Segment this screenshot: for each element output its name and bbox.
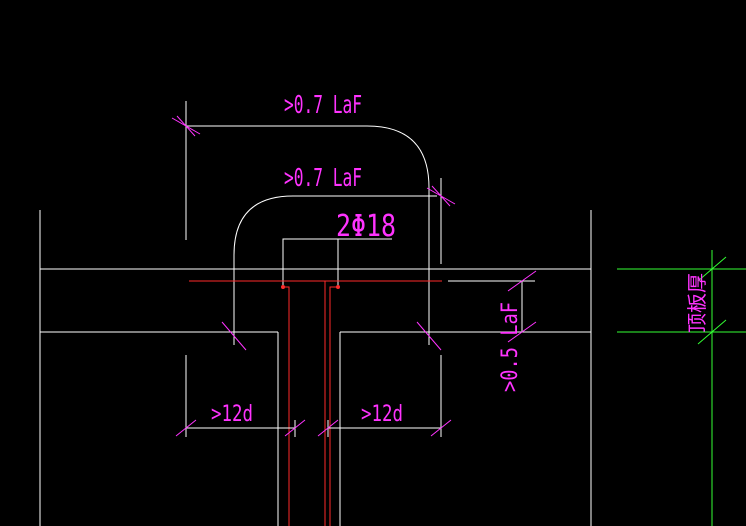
vertical-anchor-label: >0.5 LaF (498, 302, 523, 392)
slab-thickness-label: 顶板厚 (685, 273, 709, 333)
inner-bent-bar (233, 195, 437, 345)
tick-inner-right-b (431, 185, 451, 207)
slab-thickness-tick-bottom (697, 319, 727, 345)
tick-hook-left-a (175, 419, 197, 437)
dimension-labels: >0.7 LaF >0.7 LaF 2Φ18 >12d >12d >0.5 La… (211, 90, 709, 427)
bar-spec-label: 2Φ18 (336, 209, 396, 244)
inner-anchor-label: >0.7 LaF (284, 163, 362, 192)
left-hook-label: >12d (211, 402, 253, 427)
tick-vertical-bottom (507, 321, 537, 343)
rebar-points (281, 285, 340, 289)
dimension-ticks (171, 115, 537, 437)
column-bar-right (329, 286, 338, 526)
tick-hook-left-b (284, 419, 306, 437)
tick-hook-right-a (317, 419, 339, 437)
rebar-point-left (281, 285, 285, 289)
tick-hook-right-b (430, 419, 452, 437)
slab-thickness-dimension (617, 250, 746, 526)
outer-bent-bar (186, 125, 430, 345)
tick-vertical-top (507, 270, 537, 292)
rebar-point-right (336, 285, 340, 289)
tick-bar-end-right (416, 321, 442, 351)
tick-bar-end-left (221, 321, 247, 351)
rebar-bends (186, 125, 437, 345)
bar-spec-leader-left (282, 238, 392, 287)
tick-outer-left-b (176, 115, 196, 137)
outer-anchor-label: >0.7 LaF (284, 90, 362, 119)
slab-thickness-tick-top (697, 256, 727, 282)
right-hook-label: >12d (361, 402, 403, 427)
